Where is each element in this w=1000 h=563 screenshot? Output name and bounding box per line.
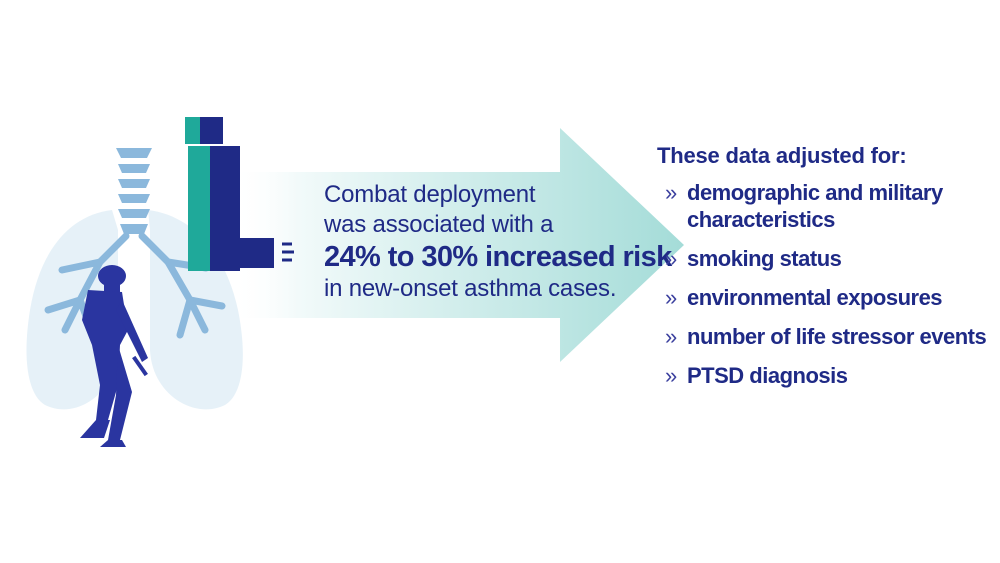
adjustment-list: » demographic and military characteristic… — [657, 179, 997, 389]
finding-line-1: Combat deployment — [324, 181, 536, 208]
adjustment-panel: These data adjusted for: » demographic an… — [657, 143, 997, 401]
list-item: » smoking status — [665, 245, 997, 272]
list-item-label: environmental exposures — [687, 285, 943, 310]
adjustment-title: These data adjusted for: — [657, 143, 907, 168]
list-item-label: number of life stressor events — [687, 324, 987, 349]
list-item-label: demographic and military characteristics — [687, 180, 943, 232]
bullet-icon: » — [665, 180, 677, 205]
finding-line-4: in new-onset asthma cases. — [324, 275, 617, 302]
soldier-icon — [80, 265, 148, 447]
list-item: » demographic and military characteristic… — [665, 179, 997, 233]
list-item-label: PTSD diagnosis — [687, 363, 848, 388]
bullet-icon: » — [665, 246, 677, 271]
list-item: » number of life stressor events — [665, 323, 997, 350]
finding-line-2: was associated with a — [324, 211, 554, 238]
arrow-icon — [230, 128, 684, 362]
list-item: » PTSD diagnosis — [665, 362, 997, 389]
inhaler-icon — [185, 117, 294, 271]
list-item: » environmental exposures — [665, 284, 997, 311]
list-item-label: smoking status — [687, 246, 842, 271]
bullet-icon: » — [665, 285, 677, 310]
bullet-icon: » — [665, 363, 677, 388]
finding-highlight: 24% to 30% increased risk — [324, 241, 672, 273]
arrow-text: Combat deployment was associated with a … — [324, 180, 684, 304]
bullet-icon: » — [665, 324, 677, 349]
